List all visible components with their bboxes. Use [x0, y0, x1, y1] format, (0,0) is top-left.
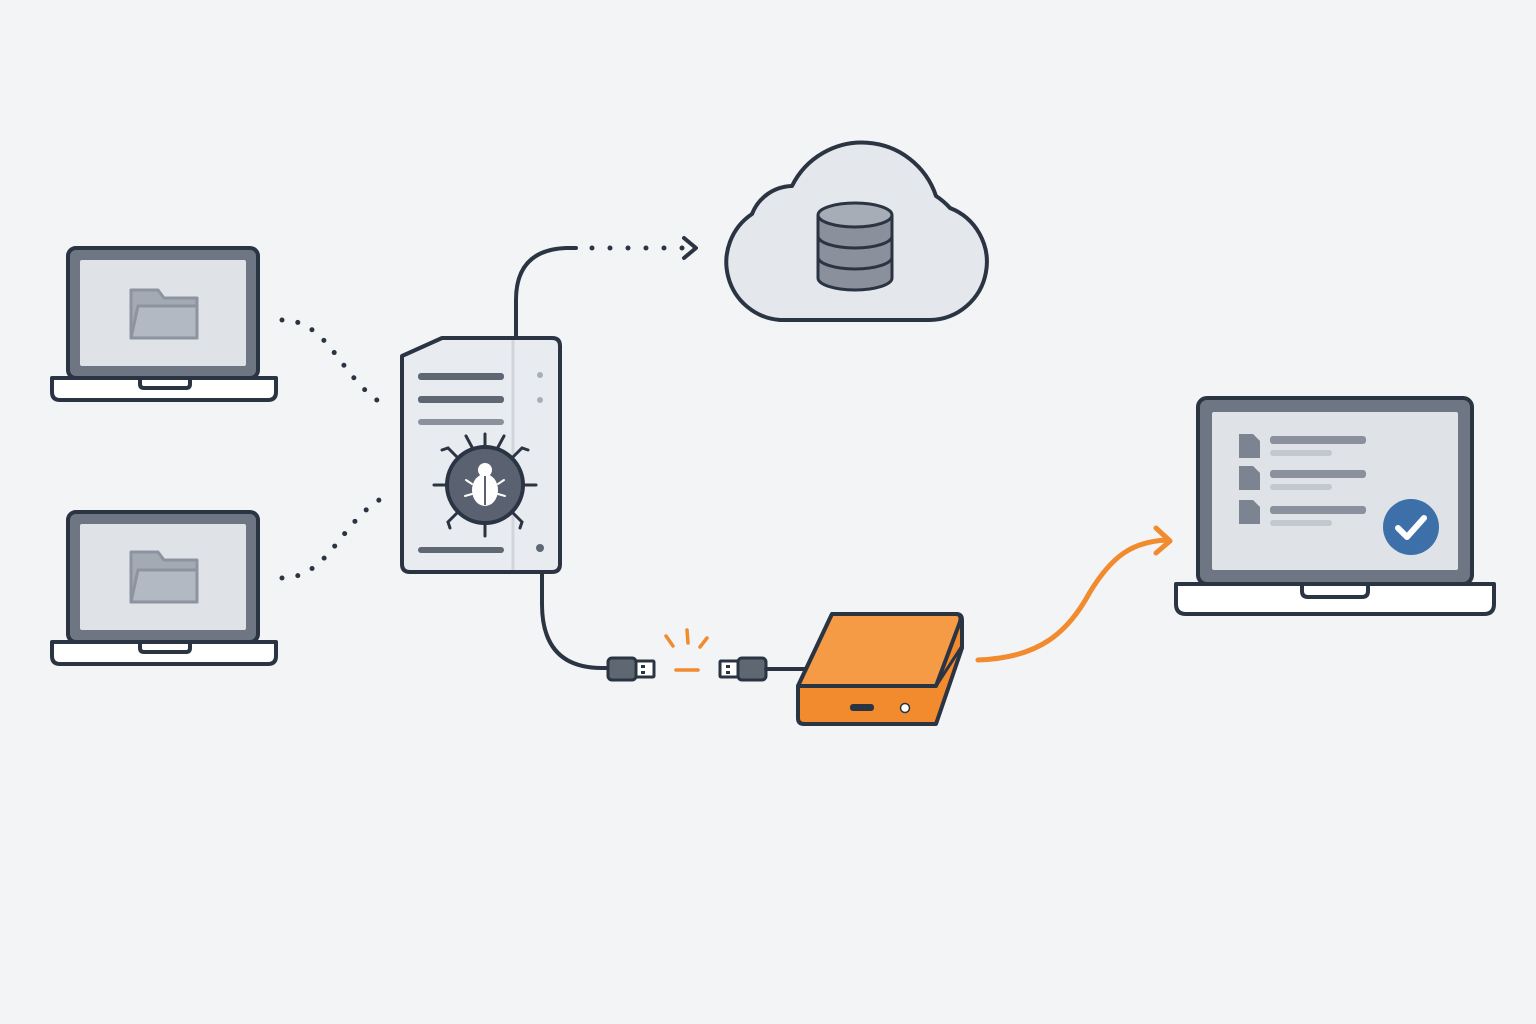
usb-plug-left — [606, 656, 656, 682]
connector-laptop2-to-server — [279, 493, 389, 581]
file-icon — [1239, 466, 1260, 490]
restore-arrow — [975, 537, 1169, 663]
usb-plug-right — [718, 656, 768, 682]
folder-icon — [129, 288, 199, 340]
source-laptop-2 — [50, 510, 278, 666]
bug-icon — [432, 432, 538, 538]
cloud-storage — [724, 140, 989, 322]
file-row — [1239, 466, 1366, 490]
connector-laptop1-to-server — [279, 317, 389, 409]
checkmark-icon — [1383, 499, 1439, 555]
folder-icon — [129, 550, 199, 604]
file-icon — [1239, 434, 1260, 458]
file-icon — [1239, 500, 1260, 524]
server-tower — [400, 336, 562, 574]
arrow-head-icon — [682, 236, 698, 260]
file-row — [1239, 434, 1366, 458]
database-icon — [816, 201, 894, 292]
file-row — [1239, 500, 1366, 526]
source-laptop-1 — [50, 246, 278, 402]
server-usb-cable — [540, 570, 614, 670]
external-drive — [796, 612, 964, 726]
connector-server-to-cloud — [514, 246, 578, 338]
disconnect-spark-icon — [664, 628, 709, 672]
file-list — [1239, 434, 1366, 526]
arrow-head-icon — [1153, 525, 1173, 556]
target-laptop — [1174, 396, 1496, 616]
